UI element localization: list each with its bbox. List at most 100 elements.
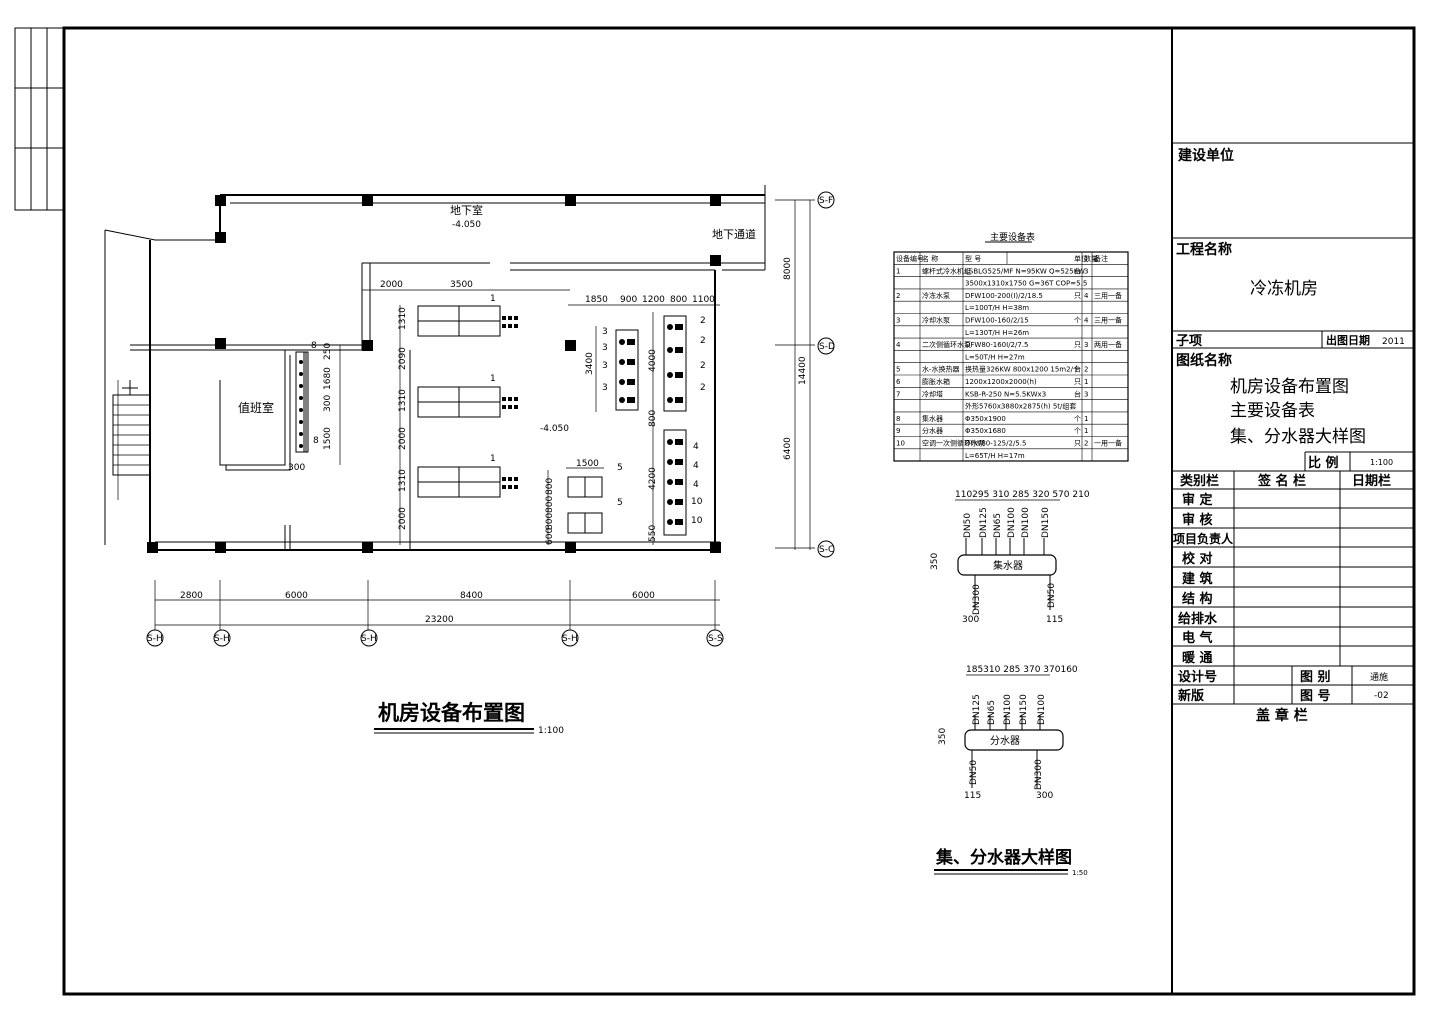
table-cell: DFW100-160/2/15 [965,317,1029,325]
table-cell: 螺杆式冷水机组 [922,266,971,275]
table-cell: 二次侧循环水泵 [922,340,971,349]
tag-1c: 1 [490,454,496,464]
tag-4a: 4 [693,442,699,452]
drawing-type: 通施 [1370,671,1388,683]
tag-3d: 3 [602,383,608,393]
tag-2c: 2 [700,361,706,371]
title-block: 建设单位 工程名称 冷冻机房 子项 出图日期 2011 图纸名称 机房设备布置图… [1172,142,1414,724]
table-cell: 8 [896,415,900,423]
table-cell: 只 [1074,341,1081,349]
table-header-cell: 数量 [1084,254,1098,263]
dim-right-3: 14400 [798,356,808,385]
dim-ch-2: 2090 [398,347,408,370]
row-8: 电 气 [1182,630,1213,646]
table-cell: 只 [1074,378,1081,386]
table-cell: 1 [1084,378,1088,386]
tag-10b: 10 [691,516,703,526]
project-name: 冷冻机房 [1250,279,1318,299]
col-signature: 签 名 栏 [1257,473,1306,489]
axis-b2: S-H [214,634,230,644]
axis-r1: S-F [819,196,833,206]
table-cell: 三用一备 [1094,316,1122,325]
collector-detail: 110295 310 285 320 570 210 集水器 350 DN50 … [930,490,1090,625]
table-cell: 10 [896,440,905,448]
row-6: 结 构 [1182,591,1213,607]
distributor-dia: 350 [938,728,948,745]
table-cell: 5 [896,366,900,374]
drawing-no: -02 [1374,691,1389,701]
distributor-inlet: DN50 [969,760,979,785]
table-cell: 3 [1084,267,1088,275]
table-cell: 个 [1074,427,1081,435]
dim-tank-1: 1500 [576,459,599,469]
distributor-pipe-3: DN100 [1003,694,1013,725]
plan-title: 机房设备布置图 [378,701,525,725]
issue-date: 2011 [1382,337,1405,347]
axis-r3: S-C [819,545,834,555]
dim-bottom-3: 8400 [460,591,483,601]
distributor-dim-left: 115 [964,791,981,801]
row-4: 校 对 [1182,551,1213,567]
table-cell: 2 [896,292,900,300]
equipment-table-title: 主要设备表 [990,231,1035,243]
table-cell: 两用一备 [1094,340,1122,349]
table-cell: 1 [1084,427,1088,435]
dim-tank-5: 600 [545,528,555,545]
tag-4b: 4 [693,461,699,471]
table-cell: 3 [1084,390,1088,398]
table-header-cell: 设备编号 [896,254,924,263]
collector-inlet: DN300 [972,584,982,615]
sheet-border [62,26,1416,996]
plan-labels: 地下室 -4.050 地下通道 值班室 -4.050 2800 6000 840… [147,196,835,736]
dim-tank-3: 800 [545,496,555,513]
header-nozzles-plan [299,360,303,448]
dim-ch-3: 1310 [398,389,408,412]
table-cell: 三用一备 [1094,291,1122,300]
distributor-pipe-1: DN125 [972,694,982,725]
collector-label: 集水器 [993,559,1023,572]
scale-value: 1:100 [1370,458,1393,467]
table-cell: 1 [1084,415,1088,423]
distributor-detail: 185310 285 370 370160 分水器 350 DN125 DN65… [938,665,1078,801]
dim-top-5: 1200 [642,295,665,305]
dim-top-1: 2000 [380,280,403,290]
axis-b5: S-S [708,634,723,644]
table-cell: 7 [896,390,900,398]
dim-ch-1: 1310 [398,307,408,330]
table-cell: 2 [1084,440,1088,448]
detail-scale: 1:50 [1072,869,1088,877]
dim-bottom-4: 6000 [632,591,655,601]
tag-10a: 10 [691,497,703,507]
dim-total: 23200 [425,615,454,625]
table-cell: 台 [1074,389,1081,398]
design-no-label: 设计号 [1178,669,1217,685]
table-cell: 换热量326KW 800x1200 15m2/个 [965,365,1080,374]
tag-1a: 1 [490,294,496,304]
distributor-outlet: DN300 [1034,759,1044,790]
dim-top-6: 800 [670,295,687,305]
drawing-name-label: 图纸名称 [1176,352,1232,369]
distributor-pipe-2: DN65 [987,700,997,725]
table-cell: 1 [896,267,900,275]
col-date: 日期栏 [1352,473,1391,489]
table-cell: L=130T/H H=26m [965,329,1029,337]
axis-b4: S-H [562,634,578,644]
tag-2d: 2 [700,383,706,393]
drawing-no-label: 图 号 [1300,689,1331,704]
table-cell: Φ350x1680 [965,427,1006,435]
dim-ch-5: 1310 [398,469,408,492]
duty-room-label: 值班室 [238,400,274,415]
issue-date-label: 出图日期 [1326,333,1370,347]
table-cell: 台 [1074,266,1081,275]
table-cell: 水-水换热器 [922,365,960,374]
table-cell: 空调一次侧循环水泵 [922,439,985,448]
scale-label: 比 例 [1308,455,1339,471]
table-cell: 膨胀水箱 [922,377,950,386]
row-7: 给排水 [1178,611,1218,627]
tag-8a: 8 [311,341,317,351]
dim-pump-r2: 800 [648,410,658,427]
distributor-pipe-5: DN100 [1037,694,1047,725]
table-cell: 1200x1200x2000(h) [965,378,1037,386]
basement-level: -4.050 [452,220,481,230]
